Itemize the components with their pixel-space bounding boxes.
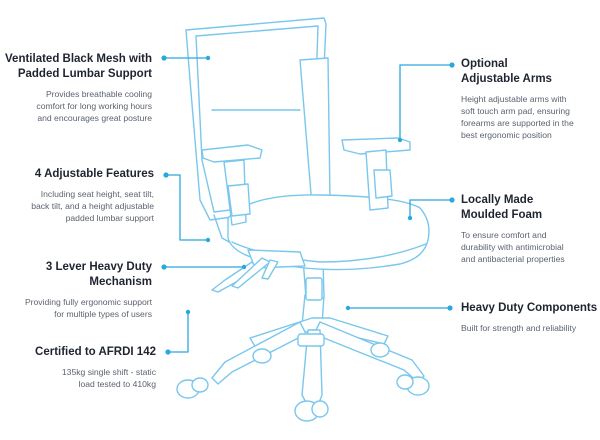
feature-title: 3 Lever Heavy Duty Mechanism	[25, 260, 152, 290]
feature-title-line: Adjustable Arms	[461, 73, 552, 85]
backrest	[185, 17, 331, 249]
chair-base	[176, 294, 430, 422]
feature-title-line: 4 Adjustable Features	[34, 168, 154, 180]
feature-description: Built for strength and reliability	[461, 322, 597, 334]
feature-certified: Certified to AFRDI 142 135kg single shif…	[35, 345, 156, 390]
callout-line-foam	[409, 199, 452, 218]
feature-description: Including seat height, seat tilt, back t…	[31, 188, 154, 224]
feature-title: Certified to AFRDI 142	[35, 345, 156, 360]
callout-dot-mechanism	[161, 264, 167, 270]
feature-desc-line: best ergonomic position	[461, 130, 552, 140]
callout-line-arms	[399, 64, 452, 140]
feature-desc-line: durability with antimicrobial	[461, 242, 564, 252]
feature-title-line: Heavy Duty Components	[461, 302, 598, 314]
feature-title-line: Ventilated Black Mesh with	[5, 53, 152, 65]
feature-description: Providing fully ergonomic support for mu…	[25, 296, 152, 320]
feature-title: Ventilated Black Mesh with Padded Lumbar…	[5, 52, 152, 82]
feature-title: Locally Made Moulded Foam	[461, 193, 565, 223]
feature-mechanism: 3 Lever Heavy Duty Mechanism Providing f…	[25, 260, 152, 320]
right-arm	[341, 137, 411, 211]
feature-desc-line: padded lumbar support	[65, 213, 154, 223]
feature-components: Heavy Duty Components Built for strength…	[461, 301, 597, 334]
callout-dot-certified	[165, 349, 171, 355]
feature-desc-line: soft touch arm pad, ensuring	[461, 106, 570, 116]
callout-line-adjustable-features	[166, 174, 208, 241]
feature-foam: Locally Made Moulded Foam To ensure comf…	[461, 193, 565, 265]
feature-desc-line: for multiple types of users	[54, 309, 152, 319]
feature-description: Height adjustable arms with soft touch a…	[461, 93, 574, 141]
feature-desc-line: To ensure comfort and	[461, 230, 547, 240]
feature-title-line: Padded Lumbar Support	[17, 68, 152, 80]
feature-title-line: Mechanism	[89, 276, 152, 288]
feature-desc-line: back tilt, and a height adjustable	[31, 201, 154, 211]
feature-desc-line: Providing fully ergonomic support	[24, 297, 152, 307]
feature-desc-line: and encourages great posture	[37, 113, 152, 123]
callout-dot-foam	[449, 197, 455, 203]
feature-description: Provides breathable cooling comfort for …	[5, 88, 152, 124]
feature-title-line: Locally Made	[461, 194, 534, 206]
callout-dot-mesh	[161, 55, 167, 61]
feature-title: 4 Adjustable Features	[31, 167, 154, 182]
callout-line-certified	[168, 312, 189, 353]
callout-dot-adjustable-features	[163, 172, 169, 178]
feature-desc-line: Built for strength and reliability	[461, 323, 577, 333]
feature-desc-line: 135kg single shift - static	[61, 367, 156, 377]
feature-arms: Optional Adjustable Arms Height adjustab…	[461, 57, 574, 141]
feature-desc-line: Provides breathable cooling	[45, 89, 152, 99]
feature-description: 135kg single shift - static load tested …	[35, 366, 156, 390]
feature-title-line: Moulded Foam	[461, 209, 543, 221]
mechanism-levers	[211, 249, 306, 293]
feature-title: Optional Adjustable Arms	[461, 57, 574, 87]
feature-title-line: Certified to AFRDI 142	[35, 346, 156, 358]
feature-desc-line: and antibacterial properties	[461, 254, 565, 264]
feature-description: To ensure comfort and durability with an…	[461, 229, 565, 265]
feature-title-line: Optional	[461, 58, 508, 70]
feature-desc-line: forearms are supported in the	[461, 118, 574, 128]
callout-lines	[161, 55, 455, 355]
feature-desc-line: Height adjustable arms with	[461, 94, 567, 104]
callout-dot-arms	[449, 62, 455, 68]
feature-adjustable-features: 4 Adjustable Features Including seat hei…	[31, 167, 154, 224]
feature-title-line: 3 Lever Heavy Duty	[45, 261, 152, 273]
feature-desc-line: load tested to 410kg	[78, 379, 156, 389]
feature-mesh: Ventilated Black Mesh with Padded Lumbar…	[5, 52, 152, 124]
feature-desc-line: comfort for long working hours	[36, 101, 152, 111]
feature-desc-line: Including seat height, seat tilt,	[40, 189, 154, 199]
feature-title: Heavy Duty Components	[461, 301, 597, 316]
left-arm	[201, 144, 263, 226]
callout-dot-components	[447, 305, 453, 311]
